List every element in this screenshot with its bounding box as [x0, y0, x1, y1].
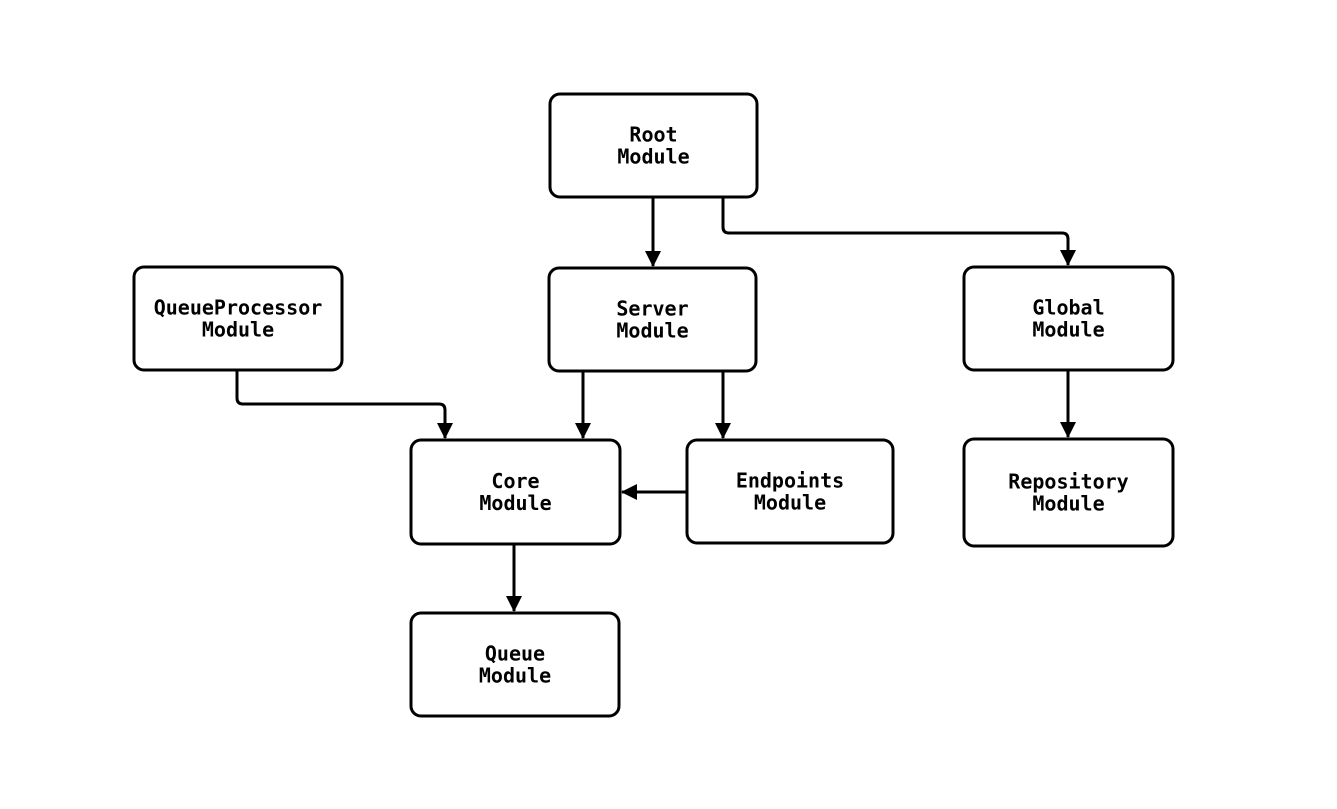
- node-queueprocessor-box: [132, 265, 344, 372]
- node-repository-label-line-2: Module: [1032, 492, 1104, 516]
- edges-layer: [235, 197, 1076, 612]
- node-core-label-line-2: Module: [479, 491, 551, 515]
- node-endpoints-box: [685, 438, 895, 545]
- node-global-label-line-1: Global: [1032, 296, 1104, 320]
- node-queueprocessor-label-line-2: Module: [202, 318, 274, 342]
- node-global-label-line-2: Module: [1032, 318, 1104, 342]
- node-core-label-line-1: Core: [491, 469, 539, 493]
- node-root-box: [548, 92, 759, 199]
- node-server-label-line-1: Server: [616, 297, 688, 321]
- node-queue-label-line-1: Queue: [485, 642, 545, 666]
- node-root-label-line-2: Module: [617, 145, 689, 169]
- node-repository-label-line-1: Repository: [1008, 470, 1128, 494]
- node-repository-box: [962, 437, 1175, 548]
- node-queueprocessor-label-line-1: QueueProcessor: [154, 296, 323, 320]
- node-endpoints-label-line-2: Module: [754, 491, 826, 515]
- edge-root-to-global: [721, 197, 1076, 266]
- node-server-box: [547, 266, 758, 373]
- node-core-box: [409, 438, 622, 546]
- node-queue-label-line-2: Module: [479, 664, 551, 688]
- node-queue-box: [409, 611, 621, 718]
- edge-queueprocessor-to-core: [235, 370, 453, 439]
- node-global-box: [962, 265, 1175, 372]
- node-root-label-line-1: Root: [629, 123, 677, 147]
- node-endpoints-label-line-1: Endpoints: [736, 469, 844, 493]
- node-server-label-line-2: Module: [616, 319, 688, 343]
